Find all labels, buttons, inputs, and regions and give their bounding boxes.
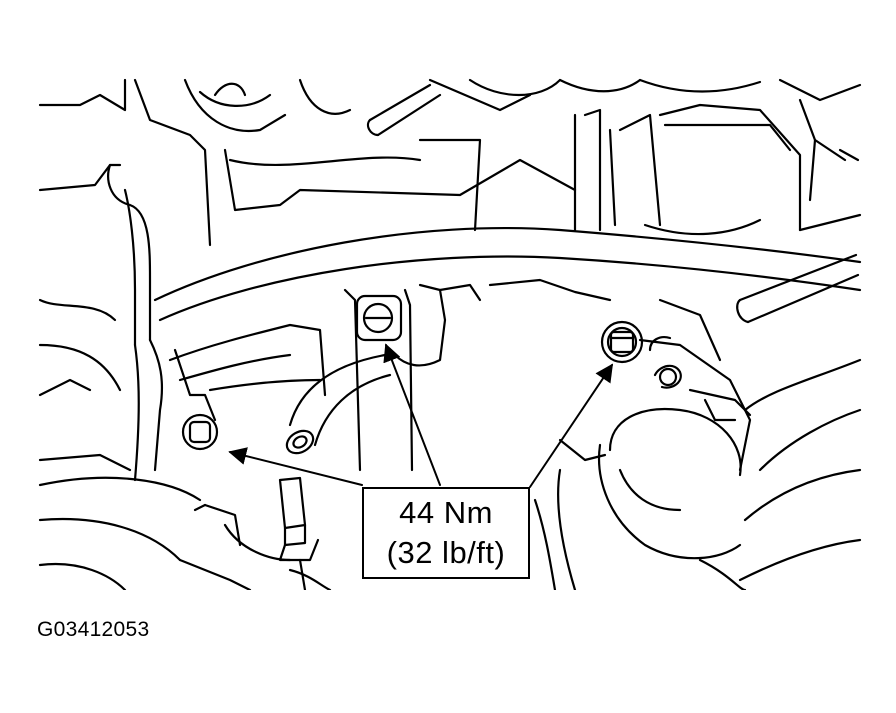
torque-leader-lines — [228, 343, 614, 488]
leader-arrow-left-bolt — [228, 447, 363, 486]
torque-callout-box: 44 Nm (32 lb/ft) — [362, 487, 530, 579]
torque-metric-label: 44 Nm — [399, 495, 493, 530]
torque-imperial-label: (32 lb/ft) — [386, 535, 506, 570]
figure-id-label: G03412053 — [37, 618, 150, 641]
leader-arrow-right-bolt — [529, 363, 614, 488]
leader-arrow-center-bolt — [383, 343, 441, 486]
background-components — [38, 78, 862, 590]
